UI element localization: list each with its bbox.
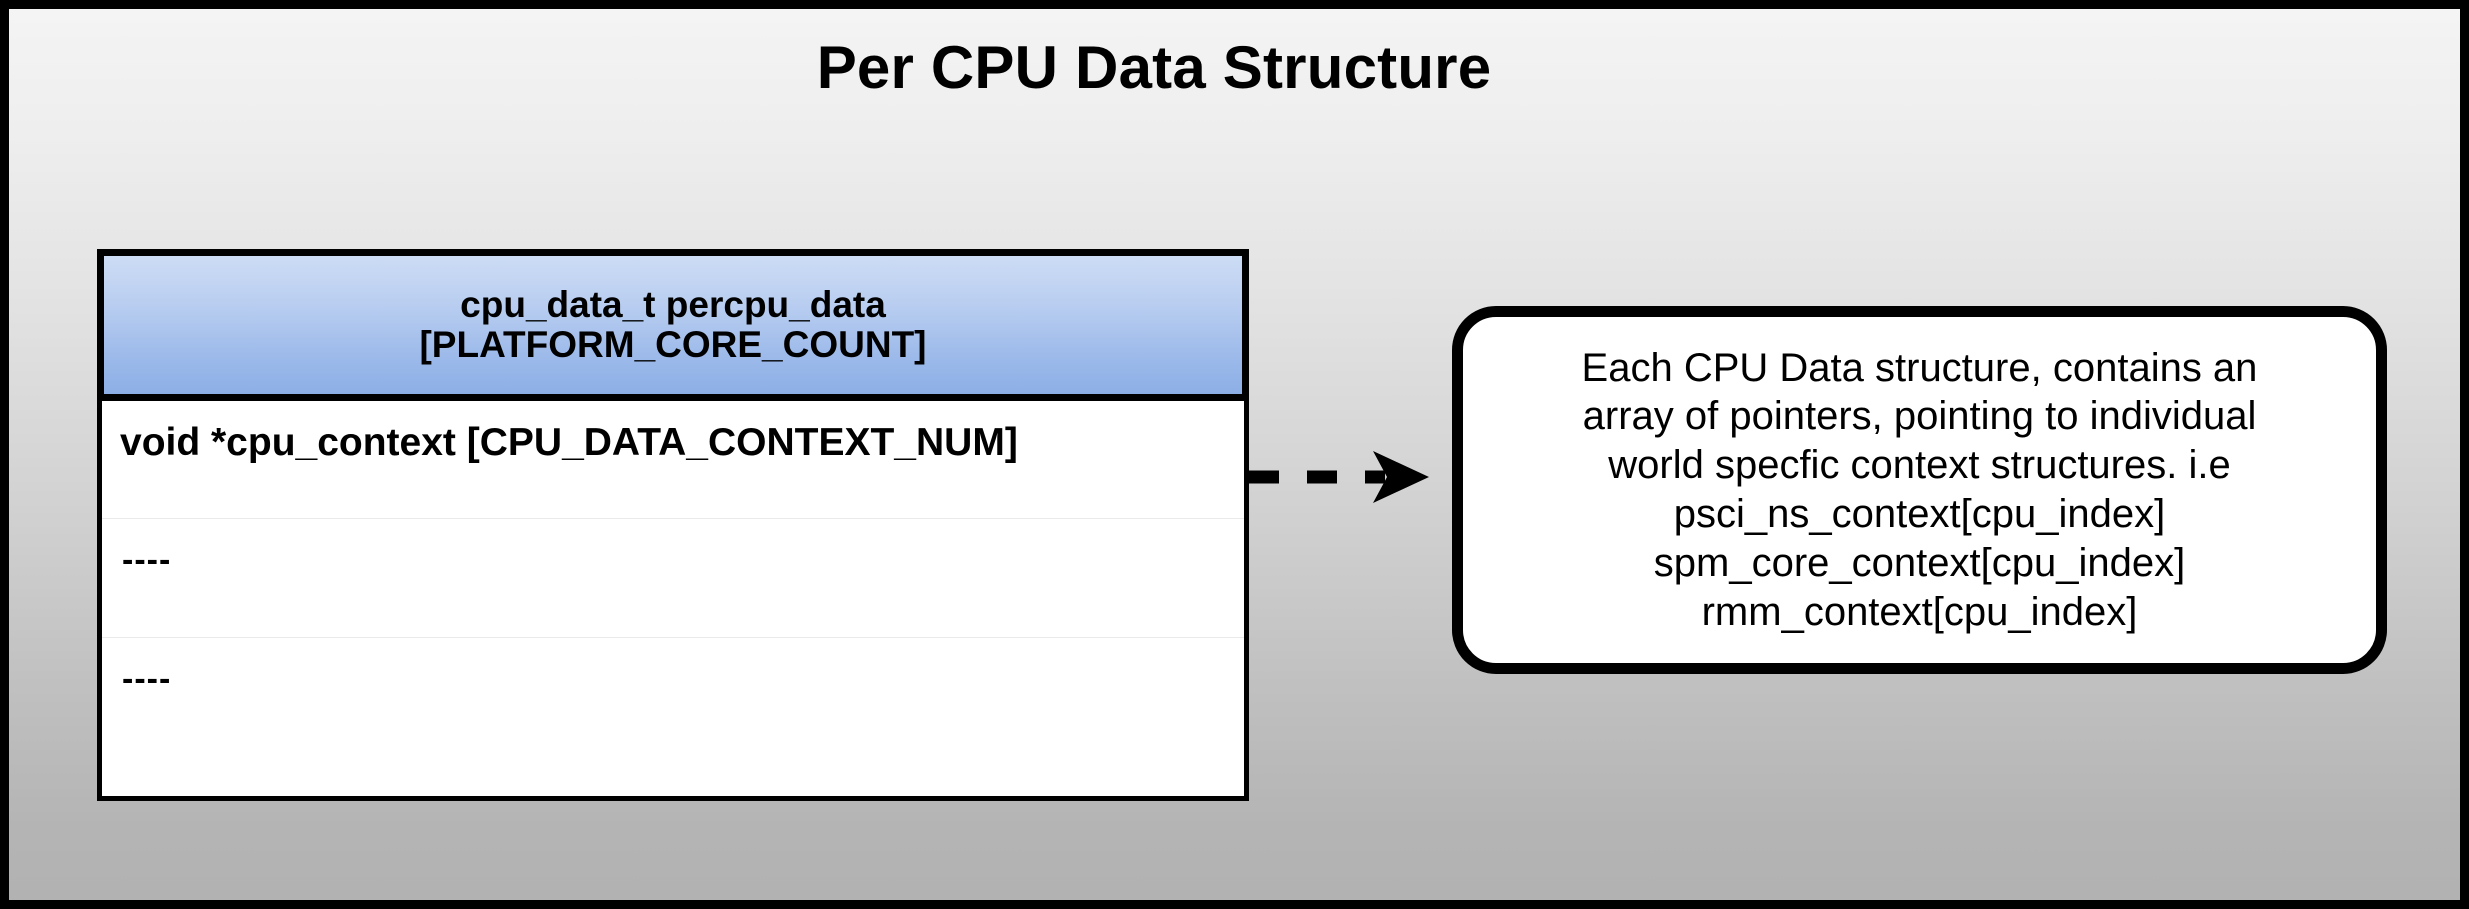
struct-row: ---- xyxy=(102,519,1244,638)
struct-box-body: void *cpu_context [CPU_DATA_CONTEXT_NUM]… xyxy=(97,401,1249,801)
struct-box-header-title: cpu_data_t percpu_data [PLATFORM_CORE_CO… xyxy=(419,284,927,365)
percpu-data-struct-box: cpu_data_t percpu_data [PLATFORM_CORE_CO… xyxy=(97,249,1249,801)
dashed-arrow-right-icon xyxy=(1249,451,1429,503)
page-title: Per CPU Data Structure xyxy=(816,34,1492,101)
struct-box-header: cpu_data_t percpu_data [PLATFORM_CORE_CO… xyxy=(97,249,1249,401)
struct-row-label: void *cpu_context [CPU_DATA_CONTEXT_NUM] xyxy=(120,421,1018,464)
struct-row-label: ---- xyxy=(122,660,172,698)
dashed-arrow-connector xyxy=(1247,446,1447,508)
struct-row: ---- xyxy=(102,638,1244,790)
connector-arrowhead xyxy=(1373,451,1429,503)
callout-note-text: Each CPU Data structure, contains an arr… xyxy=(1581,345,2258,634)
callout-note: Each CPU Data structure, contains an arr… xyxy=(1452,306,2387,674)
struct-row-label: ---- xyxy=(122,541,172,579)
struct-row: void *cpu_context [CPU_DATA_CONTEXT_NUM] xyxy=(102,401,1244,519)
